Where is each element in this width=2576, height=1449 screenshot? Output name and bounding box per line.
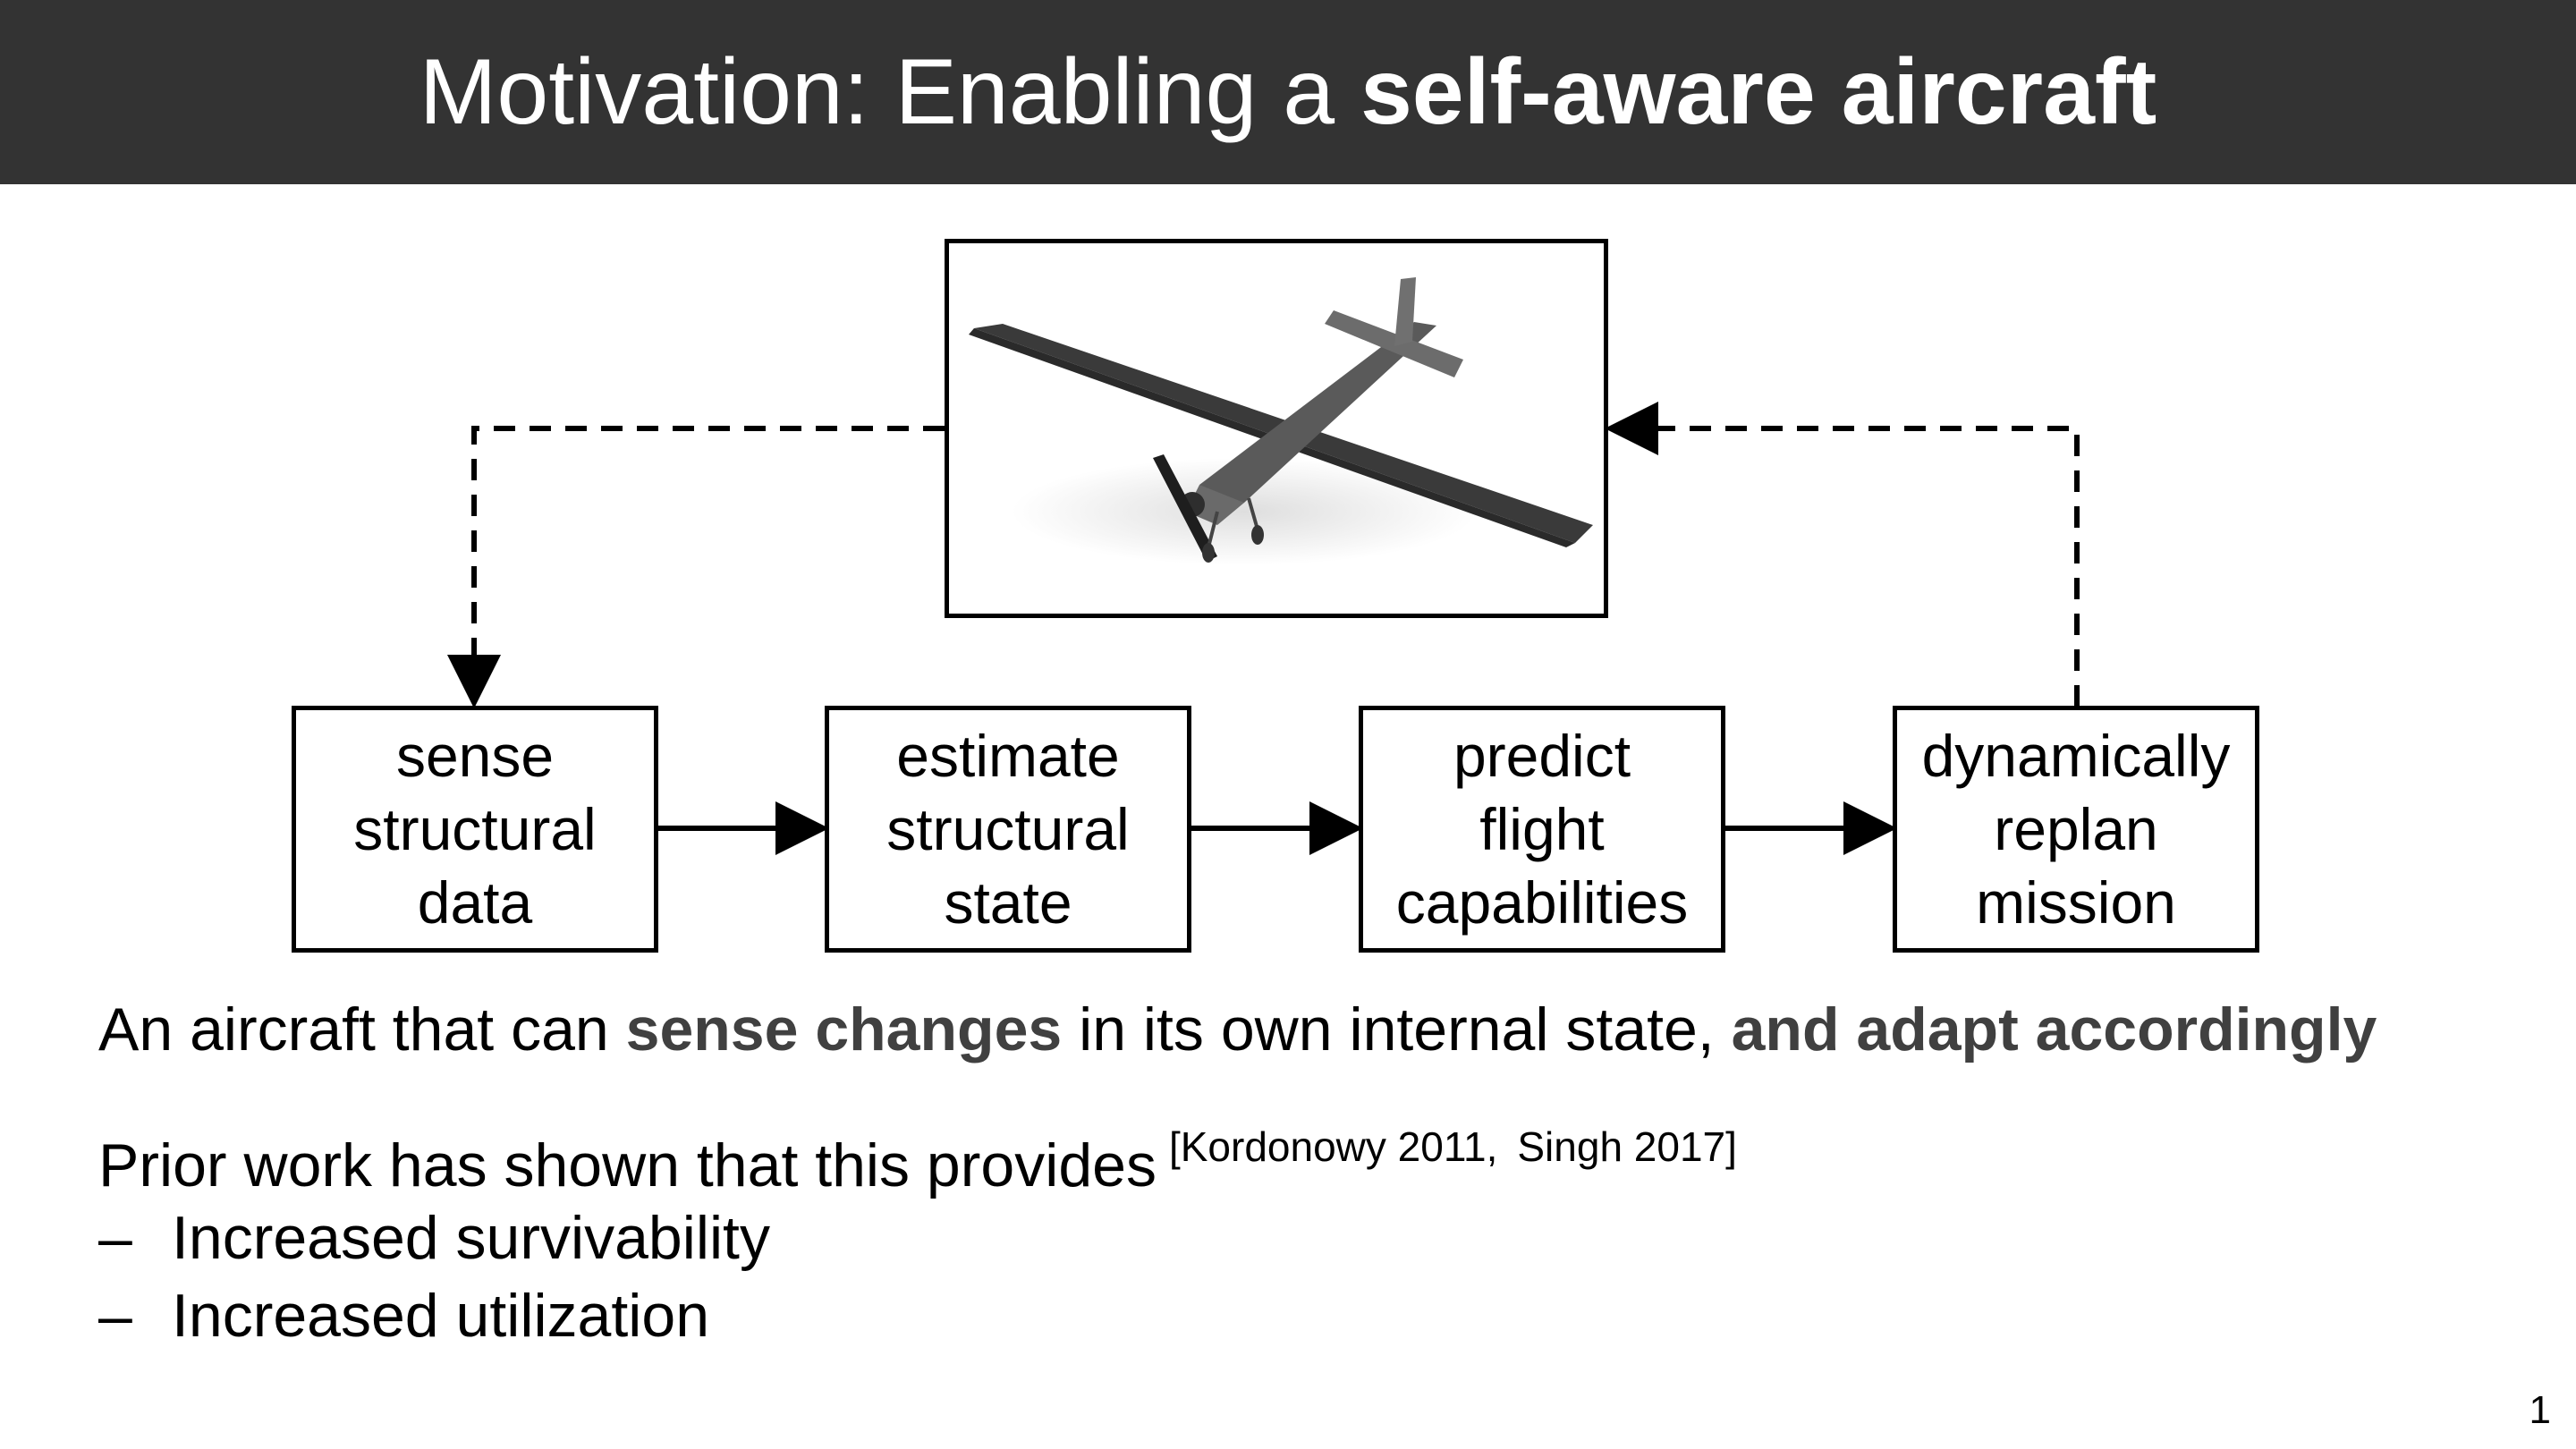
bullet-dash: – — [98, 1282, 132, 1350]
prior-work-line: Prior work has shown that this provides[… — [98, 1123, 1737, 1200]
aircraft-image-frame — [945, 239, 1608, 618]
tagline-part2: in its own internal state, — [1062, 996, 1732, 1063]
box-line: data — [417, 869, 533, 936]
bullet-text: Increased survivability — [172, 1204, 770, 1272]
slide-title: Motivation: Enabling a self-aware aircra… — [0, 0, 2576, 184]
title-regular: Motivation: Enabling a — [419, 39, 1360, 144]
bullet-item: –Increased utilization — [98, 1281, 709, 1351]
citation-2: Singh 2017] — [1517, 1123, 1737, 1170]
box-line: mission — [1976, 869, 2176, 936]
tagline-part1: An aircraft that can — [98, 996, 626, 1063]
citation-1: [Kordonowy 2011, — [1168, 1123, 1498, 1170]
tagline-bold2: and adapt accordingly — [1731, 996, 2377, 1063]
box-line: dynamically — [1921, 723, 2231, 789]
prior-work-text: Prior work has shown that this provides — [98, 1131, 1157, 1199]
box-line: replan — [1994, 796, 2158, 862]
box-line: structural — [886, 796, 1130, 862]
dashed-arrow-plane-to-sense — [447, 426, 945, 708]
box-estimate-structural-state: estimate structural state — [825, 706, 1191, 953]
tagline: An aircraft that can sense changes in it… — [98, 995, 2377, 1064]
box-line: estimate — [896, 723, 1120, 789]
box-line: sense — [395, 723, 555, 789]
title-bold: self-aware aircraft — [1360, 39, 2157, 144]
aircraft-illustration — [969, 277, 1593, 565]
box-line: capabilities — [1395, 869, 1689, 936]
box-line: flight — [1479, 796, 1605, 862]
slide-number: 1 — [2529, 1388, 2551, 1432]
bullet-dash: – — [98, 1204, 132, 1272]
box-line: predict — [1453, 723, 1631, 789]
box-sense-structural-data: sense structural data — [292, 706, 658, 953]
box-predict-flight-capabilities: predict flight capabilities — [1359, 706, 1725, 953]
box-dynamically-replan-mission: dynamically replan mission — [1893, 706, 2259, 953]
bullet-text: Increased utilization — [172, 1282, 710, 1350]
box-line: state — [944, 869, 1072, 936]
box-line: structural — [353, 796, 597, 862]
citation: [Kordonowy 2011, Singh 2017] — [1169, 1123, 1737, 1170]
tagline-bold1: sense changes — [625, 996, 1063, 1063]
dashed-arrow-replan-to-plane — [1605, 402, 2080, 707]
bullet-item: –Increased survivability — [98, 1203, 770, 1273]
